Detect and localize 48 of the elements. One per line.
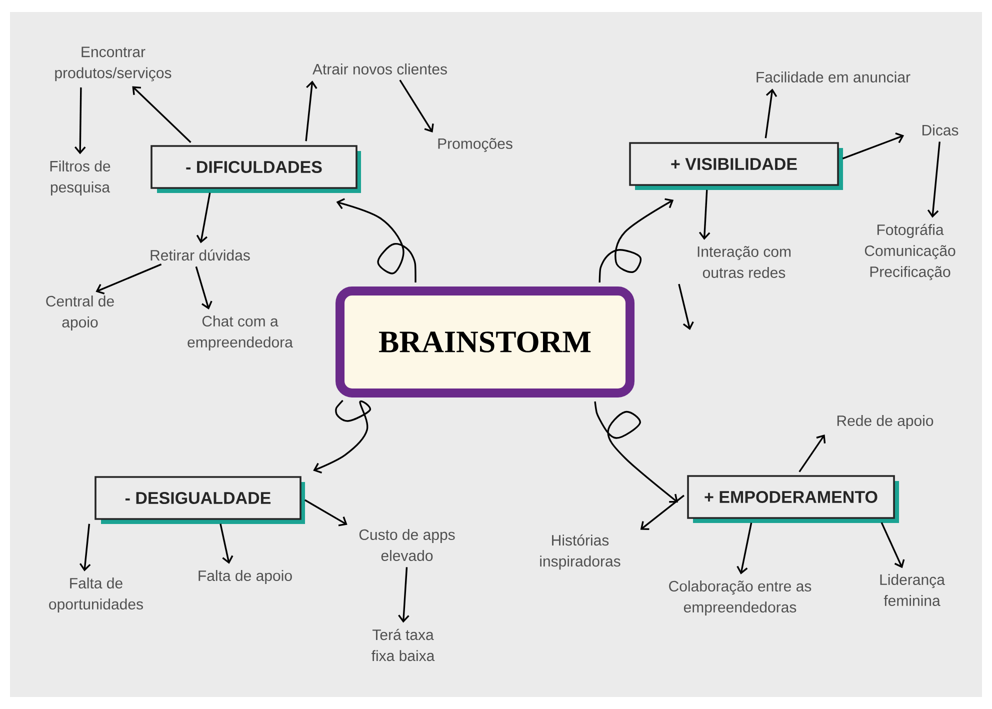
- idea-text: Falta de oportunidades: [49, 578, 143, 612]
- arrow: [842, 132, 904, 160]
- idea-text: Encontrar produtos/serviços: [55, 46, 172, 82]
- idea-text: Falta de apoio: [198, 570, 292, 584]
- title-box: BRAINSTORM: [336, 286, 634, 398]
- arrow: [399, 80, 434, 132]
- arrow: [640, 494, 684, 530]
- arrow: [594, 401, 678, 503]
- idea-text: Dicas: [922, 124, 958, 136]
- arrow: [398, 567, 410, 623]
- arrow: [220, 524, 234, 564]
- arrow: [195, 266, 212, 310]
- arrow: [678, 284, 694, 330]
- idea-text: Terá taxa fixa baixa: [372, 628, 435, 662]
- topic-box: + VISIBILIDADE: [629, 142, 844, 190]
- arrow: [79, 524, 91, 572]
- idea-text: Liderança feminina: [880, 574, 945, 606]
- arrow: [196, 192, 211, 244]
- idea-text: Colaboração entre as empreendedoras: [669, 580, 812, 616]
- idea-text: Chat com a empreendedora: [188, 316, 293, 350]
- idea-text: Fotográfia Comunicação Precificação: [864, 224, 956, 280]
- arrow: [598, 198, 674, 283]
- idea-text: Facilidade em anunciar: [756, 72, 910, 82]
- idea-text: Retirar dúvidas: [150, 249, 250, 261]
- idea-text: Custo de apps elevado: [359, 529, 455, 561]
- arrow: [798, 434, 826, 472]
- arrow: [132, 86, 192, 143]
- arrow: [304, 499, 348, 526]
- arrow: [313, 400, 371, 474]
- arrow: [927, 142, 940, 218]
- arrow: [880, 522, 905, 568]
- idea-text: Filtros de pesquisa: [50, 160, 110, 196]
- idea-text: Interação com outras redes: [698, 246, 791, 278]
- arrow: [305, 80, 318, 142]
- arrow: [764, 88, 778, 138]
- idea-text: Rede de apoio: [837, 415, 934, 429]
- arrow: [698, 190, 710, 240]
- topic-box: - DESIGUALDADE: [94, 476, 305, 524]
- idea-text: Central de apoio: [46, 296, 114, 330]
- arrow: [336, 198, 416, 282]
- topic-box: + EMPODERAMENTO: [687, 475, 900, 523]
- idea-text: Histórias inspiradoras: [540, 534, 620, 570]
- arrow: [74, 87, 86, 154]
- arrow: [736, 522, 752, 574]
- arrow: [96, 264, 162, 294]
- topic-box: - DIFICULDADES: [150, 145, 361, 193]
- idea-text: Atrair novos clientes: [312, 64, 447, 74]
- idea-text: Promoções: [438, 138, 512, 152]
